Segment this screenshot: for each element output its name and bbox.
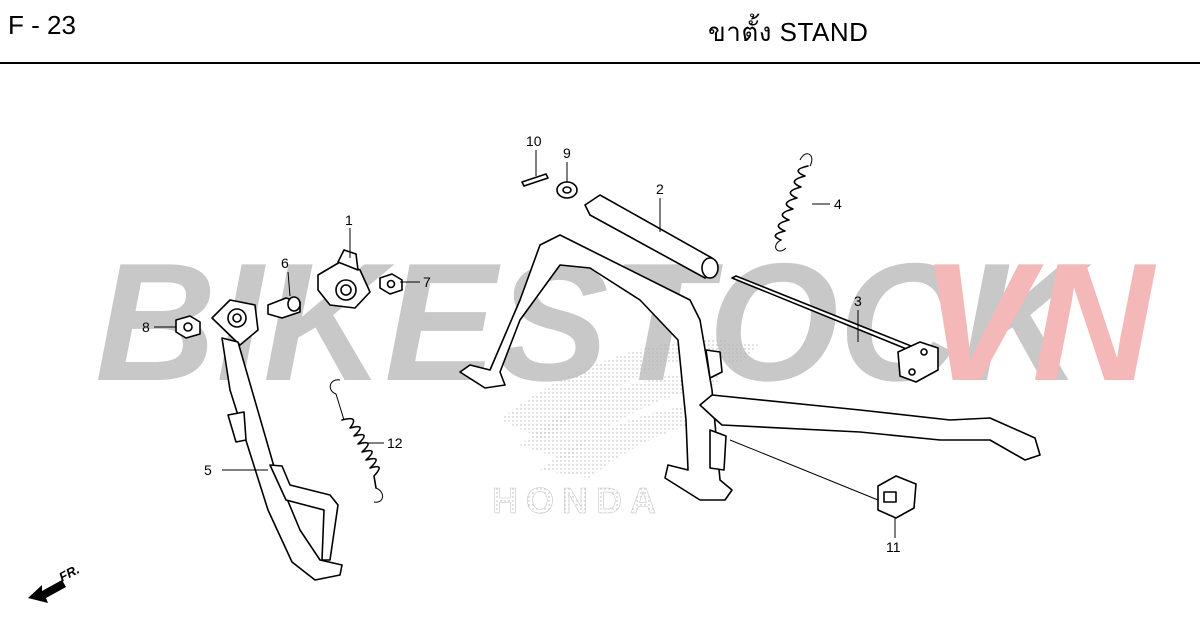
honda-logo-text: HONDA: [492, 480, 664, 521]
leader-lines: [154, 150, 896, 538]
bolt-6: [267, 296, 301, 319]
callout-3: 3: [854, 293, 862, 309]
shaft-3: [731, 275, 939, 383]
callout-numbers: 1 2 3 4 5 6 7 8 9 10 11 12: [142, 133, 901, 555]
callout-8: 8: [142, 319, 150, 335]
pin-10: [521, 173, 549, 187]
callout-11: 11: [886, 539, 901, 555]
stopper-11: [877, 475, 917, 519]
callout-5: 5: [204, 462, 212, 478]
callout-10: 10: [526, 133, 542, 149]
page-code: F - 23: [8, 10, 76, 40]
honda-wing-logo: HONDA: [492, 340, 760, 521]
arrow-left-icon: [28, 580, 66, 603]
callout-4: 4: [834, 196, 842, 212]
washer-9: [556, 181, 578, 199]
callout-1: 1: [345, 212, 353, 228]
callout-9: 9: [563, 145, 571, 161]
callout-12: 12: [387, 435, 403, 451]
callout-7: 7: [423, 274, 431, 290]
nut-8: [175, 315, 201, 339]
front-direction-indicator: FR.: [28, 562, 82, 603]
callout-6: 6: [281, 255, 289, 271]
spring-12: [329, 379, 383, 503]
callout-2: 2: [656, 181, 664, 197]
spring-4: [774, 153, 813, 252]
side-stand-switch: [317, 249, 371, 309]
main-stand: [459, 194, 1041, 501]
bolt-7: [379, 273, 403, 295]
header-divider: [0, 62, 1200, 64]
watermark: BIKESTOCK VN: [95, 228, 1157, 416]
page-title: ขาตั้ง STAND: [708, 17, 869, 47]
side-stand: [211, 299, 343, 581]
watermark-suffix: VN: [920, 228, 1157, 416]
